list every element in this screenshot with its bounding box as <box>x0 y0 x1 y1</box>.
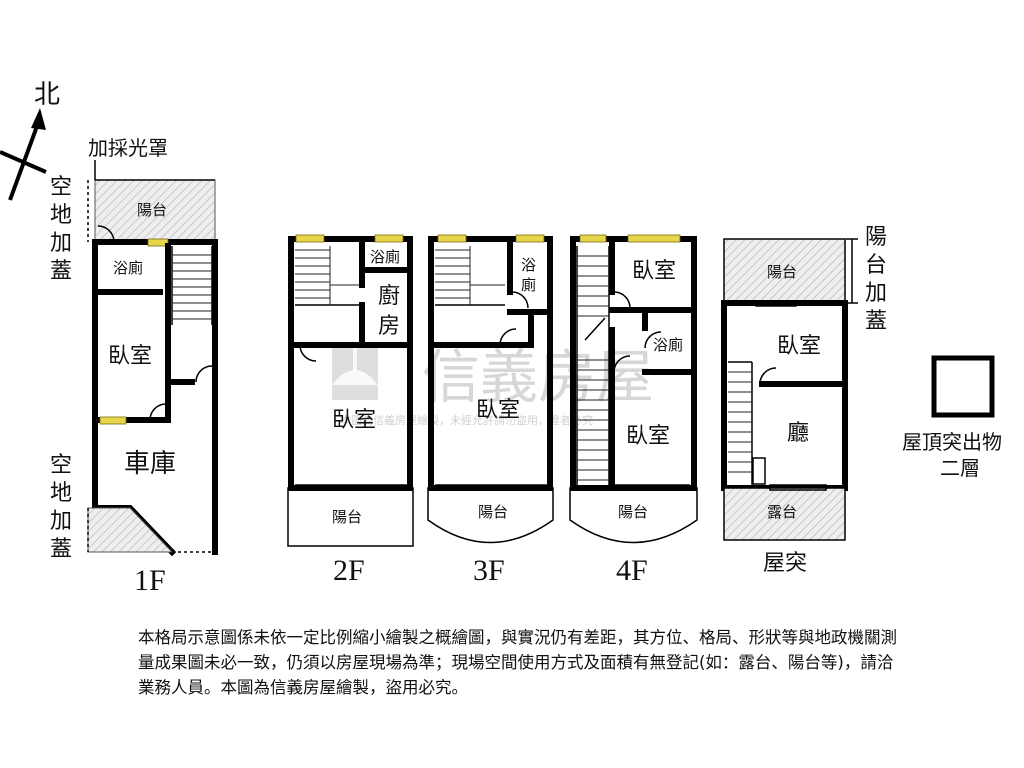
floor-4f: 臥室 浴廁 臥室 陽台 4F <box>569 234 698 587</box>
window <box>147 238 169 247</box>
svg-text:地: 地 <box>50 481 72 506</box>
room-label: 陽台 <box>332 508 362 526</box>
room-label: 臥室 <box>476 398 520 423</box>
room-label: 陽台 <box>767 263 797 281</box>
floor-label-roof: 屋突 <box>763 551 807 576</box>
room-label: 臥室 <box>632 259 676 284</box>
disclaimer-text: 本格局示意圖係未依一定比例縮小繪製之概繪圖，與實況仍有差距，其方位、格局、形狀等… <box>138 628 897 697</box>
room-label: 浴 <box>521 256 536 274</box>
roof-protrusion-box <box>931 355 995 418</box>
annotation-skylight: 加採光罩 <box>88 136 168 160</box>
window <box>374 234 404 243</box>
svg-text:加: 加 <box>50 231 72 256</box>
room-label: 臥室 <box>777 334 821 359</box>
room-label: 露台 <box>767 503 797 521</box>
staircase <box>728 361 766 485</box>
annotation-open-space-bottom: 空 地 加 蓋 <box>50 453 72 562</box>
floor-2f: 浴廁 廚 房 臥室 陽台 2F <box>287 234 414 587</box>
room-label: 陽台 <box>478 503 508 521</box>
window <box>627 234 681 243</box>
floor-roof: 陽台 臥室 廳 露 <box>721 238 858 576</box>
north-compass: 北 <box>0 80 60 201</box>
floor-3f: 浴 廁 臥室 陽台 3F <box>427 234 554 587</box>
floor-label-3f: 3F <box>473 554 505 587</box>
watermark-logo <box>332 345 378 400</box>
room-label: 廁 <box>521 276 536 294</box>
svg-text:陽: 陽 <box>865 225 887 250</box>
floor-label-4f: 4F <box>616 554 648 587</box>
svg-text:蓋: 蓋 <box>865 309 887 334</box>
svg-text:台: 台 <box>865 253 887 278</box>
svg-text:加: 加 <box>865 281 887 306</box>
floor-label-1f: 1F <box>134 564 166 597</box>
watermark-brand: 信義房屋 <box>422 343 654 411</box>
window <box>437 234 467 243</box>
annotation-char: 空 <box>50 175 72 200</box>
staircase <box>435 246 505 306</box>
room-label: 廚 <box>378 284 400 309</box>
window <box>295 234 325 243</box>
room-label: 浴廁 <box>113 259 143 277</box>
annotation-balcony-cover: 陽 台 加 蓋 <box>865 225 887 334</box>
staircase <box>171 246 213 325</box>
room-label: 浴廁 <box>370 248 400 266</box>
staircase <box>295 246 362 306</box>
svg-text:地: 地 <box>50 203 72 228</box>
north-label: 北 <box>34 80 60 110</box>
open-space-hatch <box>87 507 174 553</box>
room-label: 臥室 <box>626 424 670 449</box>
annotation-roof-protrusion-floors: 二層 <box>940 456 980 480</box>
room-label: 車庫 <box>124 449 176 479</box>
window <box>99 416 127 425</box>
svg-text:空: 空 <box>50 453 72 478</box>
room-label: 陽台 <box>137 201 167 219</box>
room-label: 房 <box>378 314 400 339</box>
watermark-notice: 本圖為信義房屋繪製，未經允許請勿盜用，違者必究 <box>340 413 593 427</box>
svg-text:蓋: 蓋 <box>50 537 72 562</box>
room-label: 臥室 <box>108 344 152 369</box>
window <box>515 234 545 243</box>
svg-text:蓋: 蓋 <box>50 259 72 284</box>
window <box>579 234 607 243</box>
floor-label-2f: 2F <box>333 554 365 587</box>
room-label: 廳 <box>787 421 809 446</box>
svg-text:加: 加 <box>50 509 72 534</box>
watermark: 信義房屋 本圖為信義房屋繪製，未經允許請勿盜用，違者必究 <box>332 343 654 427</box>
annotation-roof-protrusion: 屋頂突出物 <box>902 430 1002 454</box>
floor-1f: 陽台 浴廁 臥室 <box>87 179 218 597</box>
annotation-open-space-top: 空 地 加 蓋 <box>50 175 72 284</box>
balcony-hatch-1f <box>94 179 216 243</box>
room-label: 陽台 <box>618 503 648 521</box>
room-label: 浴廁 <box>653 336 683 354</box>
room-label: 臥室 <box>332 408 376 433</box>
